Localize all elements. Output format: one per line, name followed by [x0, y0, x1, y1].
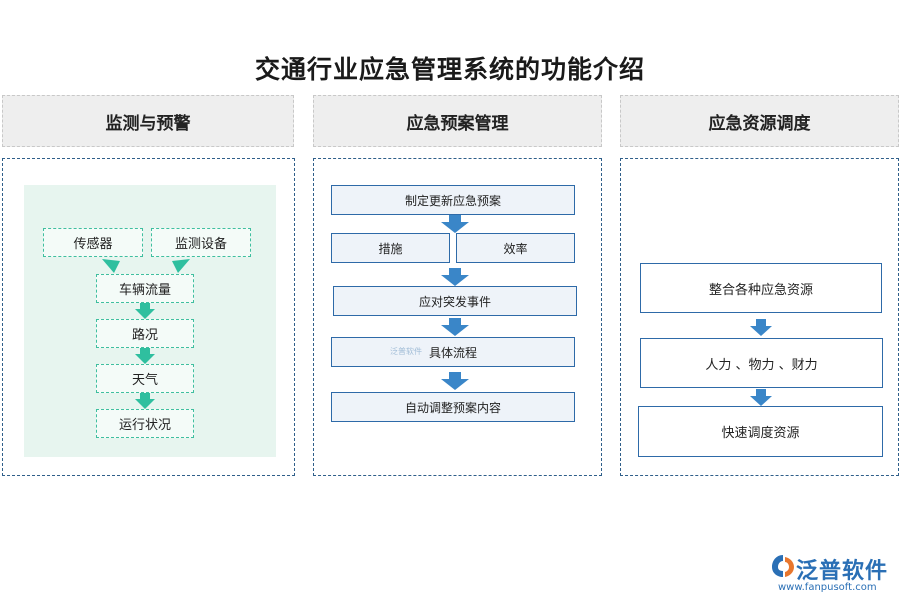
step-rapid-dispatch: 快速调度资源 — [638, 406, 883, 457]
arrow-down-icon — [441, 318, 469, 336]
arrow-down-icon — [135, 393, 155, 409]
node-monitoring-device: 监测设备 — [151, 228, 251, 257]
column-frame-monitoring — [2, 158, 295, 476]
step-update-plan: 制定更新应急预案 — [331, 185, 575, 215]
arrow-down-icon — [750, 389, 772, 406]
arrow-down-icon — [750, 319, 772, 336]
column-frame-resource — [620, 158, 899, 476]
node-operation-status: 运行状况 — [96, 409, 194, 438]
brand-url: www.fanpusoft.com — [778, 582, 877, 593]
column-header-resource: 应急资源调度 — [620, 95, 899, 147]
step-respond-incident: 应对突发事件 — [333, 286, 577, 316]
step-specific-process: 具体流程 — [331, 337, 575, 367]
step-integrate-resources: 整合各种应急资源 — [640, 263, 882, 313]
arrow-down-icon — [441, 215, 469, 233]
page-title: 交通行业应急管理系统的功能介绍 — [254, 55, 645, 84]
node-sensor: 传感器 — [43, 228, 143, 257]
brand-logo-icon — [772, 555, 794, 577]
column-header-monitoring: 监测与预警 — [2, 95, 294, 147]
arrow-down-icon — [135, 348, 155, 364]
step-auto-adjust-plan: 自动调整预案内容 — [331, 392, 575, 422]
arrow-down-icon — [102, 259, 120, 273]
node-weather: 天气 — [96, 364, 194, 393]
arrow-down-icon — [135, 303, 155, 319]
column-frame-plan — [313, 158, 602, 476]
arrow-down-icon — [172, 259, 190, 273]
node-road-condition: 路况 — [96, 319, 194, 348]
watermark-logo: 泛普软件 — [390, 347, 422, 356]
node-vehicle-flow: 车辆流量 — [96, 274, 194, 303]
step-efficiency: 效率 — [456, 233, 575, 263]
step-measures: 措施 — [331, 233, 450, 263]
brand-name: 泛普软件 — [796, 559, 889, 584]
arrow-down-icon — [441, 372, 469, 390]
arrow-down-icon — [441, 268, 469, 286]
column-header-plan: 应急预案管理 — [313, 95, 602, 147]
step-human-material-financial: 人力 、物力 、财力 — [640, 338, 883, 388]
